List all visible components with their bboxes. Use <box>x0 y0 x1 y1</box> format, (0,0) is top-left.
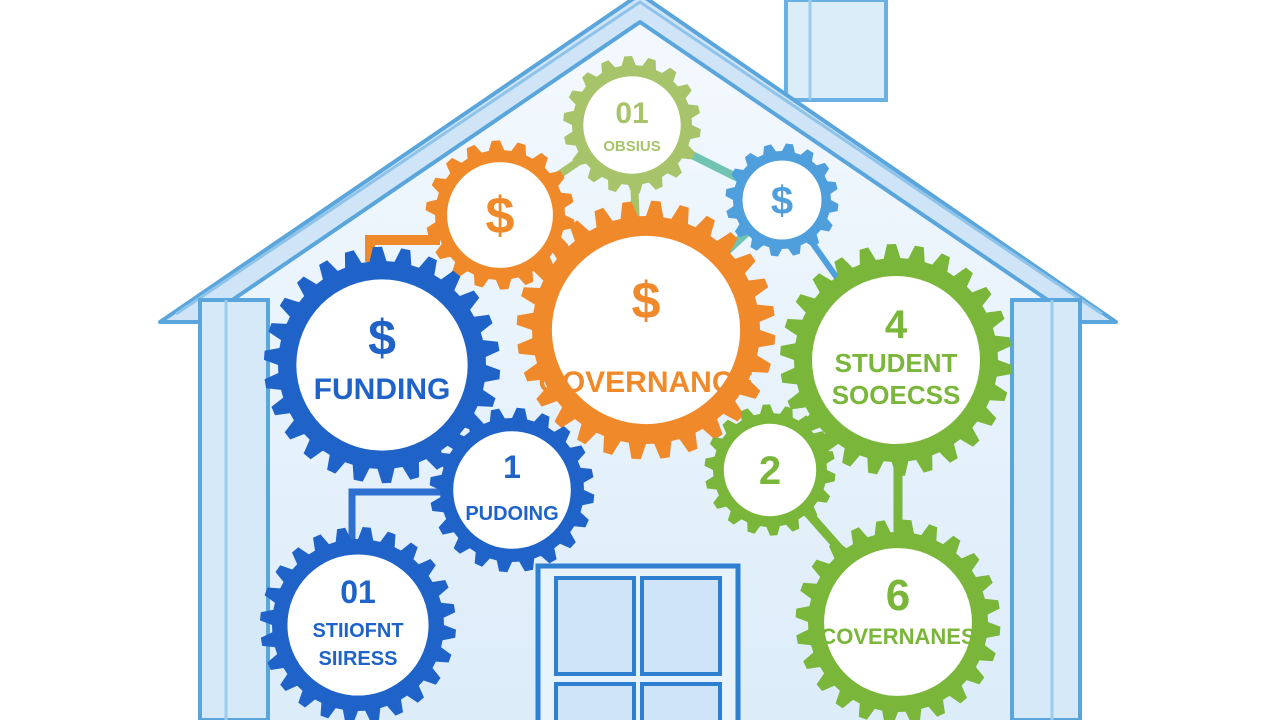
gears: 01OBSIUS$$$FUNDING$GOVERNANCE4STUDENTSOO… <box>260 56 1012 725</box>
gear-label: PUDOING <box>465 503 558 525</box>
right-wall <box>1010 298 1082 722</box>
gear-label: 1 <box>503 449 521 485</box>
chimney <box>784 0 888 102</box>
gear-label: $ <box>486 187 515 245</box>
gear-face <box>583 76 681 174</box>
gear-label: COVERNANES <box>820 624 975 649</box>
gear-label: 2 <box>759 449 781 493</box>
gear-label: SIIRESS <box>319 648 398 670</box>
gear-label: 01 <box>340 574 376 610</box>
gear-face <box>824 548 972 696</box>
gear-funding: $ FUNDING <box>263 246 501 484</box>
gear-face <box>551 235 741 425</box>
gear-label: GOVERNANCE <box>538 366 753 399</box>
gear-face <box>453 431 571 549</box>
gear-label: 4 <box>885 303 908 347</box>
gear-label: $ <box>632 272 661 330</box>
gear-label: SOOECSS <box>832 380 961 410</box>
gear-governance: $ GOVERNANCE <box>516 200 776 460</box>
gear-face <box>296 279 468 451</box>
gear-label: $ <box>368 310 396 366</box>
gear-label: STUDENT <box>835 348 958 378</box>
gear-face <box>287 554 429 696</box>
gear-dollar-blue-small: $ <box>725 143 839 257</box>
gear-label: FUNDING <box>314 373 451 406</box>
gear-dollar-orange: $ <box>425 140 575 290</box>
gear-2: 2 <box>704 404 836 536</box>
gear-label: STIIOFNT <box>312 620 403 642</box>
house-window <box>535 563 741 725</box>
connector <box>365 235 440 262</box>
gear-label: 01 <box>615 97 648 130</box>
gear-face <box>447 162 553 268</box>
gear-label: $ <box>771 179 793 223</box>
gear-face <box>742 160 822 240</box>
left-wall <box>198 298 270 722</box>
gear-face <box>812 276 980 444</box>
gear-face <box>723 423 817 517</box>
gear-label: 6 <box>886 571 910 620</box>
gear-label: OBSIUS <box>603 138 661 155</box>
